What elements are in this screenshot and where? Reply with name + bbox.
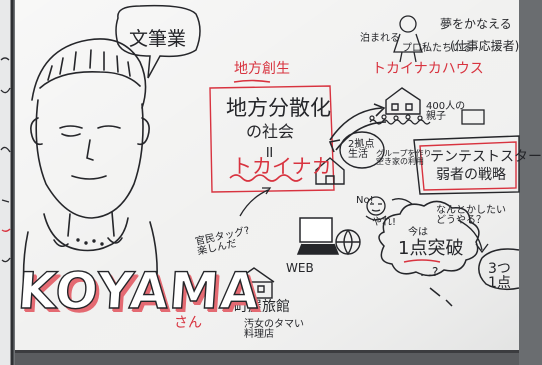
multi-base-note: グループを作り 空き家の利用 — [376, 149, 432, 166]
somehow-note: なんとかしたい どうやる？ — [436, 205, 506, 226]
inn-building-icon — [233, 267, 275, 299]
center-equals: ॥ — [264, 142, 274, 161]
house-icon — [315, 157, 345, 185]
right-cloud — [478, 248, 520, 291]
thought-cloud — [378, 200, 480, 307]
center-line-1: 地方分散化 — [226, 96, 331, 120]
heading-regional: 地方創生 — [234, 61, 290, 77]
tentest-subtitle: 弱者の戦略 — [436, 167, 506, 183]
yes-label: やれ! — [372, 217, 397, 228]
dreams-label: 夢をかなえる — [440, 17, 512, 31]
whiteboard-photo — [0, 0, 520, 365]
tokainaka-house-icon — [385, 87, 421, 115]
people-row — [369, 114, 431, 125]
thought-question: …? — [420, 265, 439, 279]
person-doodle — [393, 15, 423, 63]
tentest-title: テンテストスター — [430, 149, 542, 165]
number-note: 3つ 1点 — [488, 261, 511, 291]
center-line-3: トカイナカ — [232, 154, 332, 178]
tentest-box — [413, 135, 520, 195]
center-box — [209, 85, 335, 193]
web-label: WEB — [286, 261, 314, 275]
building-label: 400人の 親子 — [426, 101, 466, 122]
honorific: さん — [174, 315, 202, 331]
thought-label: 1点突破 — [398, 238, 464, 259]
no-label: No! — [356, 195, 374, 206]
inn-label: 町屋旅館 — [234, 299, 290, 315]
speech-bubble — [115, 4, 201, 79]
inn-note: 汚女のタマい 料理店 — [244, 319, 304, 340]
center-line-2: の社会 — [246, 122, 295, 141]
portrait-drawing — [22, 38, 158, 293]
left-board-edge — [0, 0, 12, 365]
pro-label: プロ私たちいる — [402, 43, 472, 54]
thought-prefix: 今は — [408, 227, 428, 238]
stay-label: 泊まれる — [360, 33, 400, 44]
name-lettering: KOYAMA — [15, 261, 262, 320]
speech-bubble-text: 文筆業 — [129, 28, 187, 50]
marker-tray — [15, 350, 519, 365]
supporters-label: (仕事応援者) — [450, 39, 520, 53]
tokainaka-house-title: トカイナカハウス — [372, 61, 484, 77]
multi-base-label: 2拠点 生活 — [348, 139, 375, 160]
globe-icon — [335, 229, 361, 256]
multi-base-circle — [339, 131, 385, 169]
computer-icon — [296, 217, 340, 255]
person-doodle-no — [365, 196, 413, 221]
